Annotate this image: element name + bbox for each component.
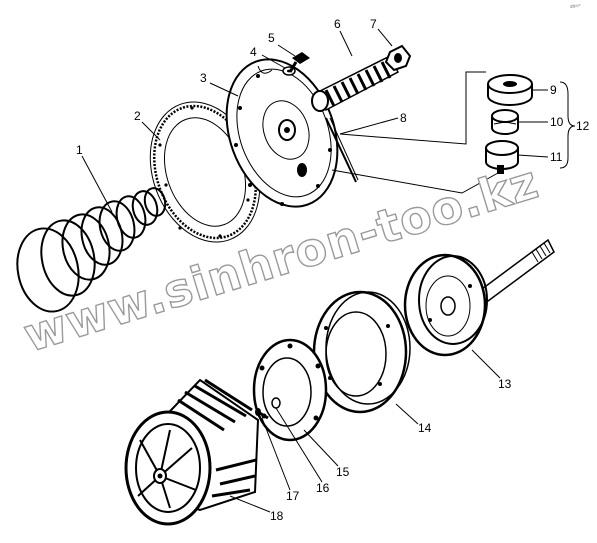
callout-15: 15: [336, 465, 350, 479]
callout-9: 9: [550, 83, 557, 97]
part-17-pin: [255, 408, 269, 420]
part-9-cap-nut: [487, 74, 533, 106]
callout-8: 8: [400, 111, 407, 125]
part-13-hub-shaft: [403, 238, 555, 357]
callout-18: 18: [270, 509, 284, 523]
leader-lines: [81, 28, 576, 513]
callout-10: 10: [550, 115, 564, 129]
callout-17: 17: [286, 489, 300, 503]
part-6-threaded-rod: [311, 54, 399, 112]
part-5-bolt: [288, 52, 310, 73]
callout-1: 1: [76, 143, 83, 157]
callout-12: 12: [576, 119, 590, 133]
callout-11: 11: [550, 150, 563, 164]
callouts: 1 2 3 4 5 6 7 8 9 10 11 12 13 14 15 16 1…: [76, 17, 590, 523]
part-1-conical-spring: [16, 187, 167, 313]
callout-13: 13: [498, 377, 512, 391]
callout-5: 5: [268, 31, 275, 45]
part-14-ring: [312, 290, 411, 414]
part-7-nut: [384, 44, 412, 72]
callout-7: 7: [370, 17, 377, 31]
part-15-flange: [252, 338, 328, 442]
part-11-terminal: [485, 140, 519, 174]
part-16-screw: [271, 397, 281, 409]
part-10-spring-insert: [491, 109, 519, 135]
corner-mark: sh²²°: [570, 4, 581, 10]
part-8-wire: [325, 117, 359, 183]
callout-6: 6: [334, 17, 341, 31]
callout-3: 3: [200, 71, 207, 85]
callout-4: 4: [250, 45, 257, 59]
callout-2: 2: [134, 109, 141, 123]
callout-14: 14: [418, 421, 432, 435]
callout-16: 16: [316, 481, 330, 495]
part-18-finned-drum: [124, 378, 260, 526]
part-3-cover-plate: [225, 58, 339, 208]
